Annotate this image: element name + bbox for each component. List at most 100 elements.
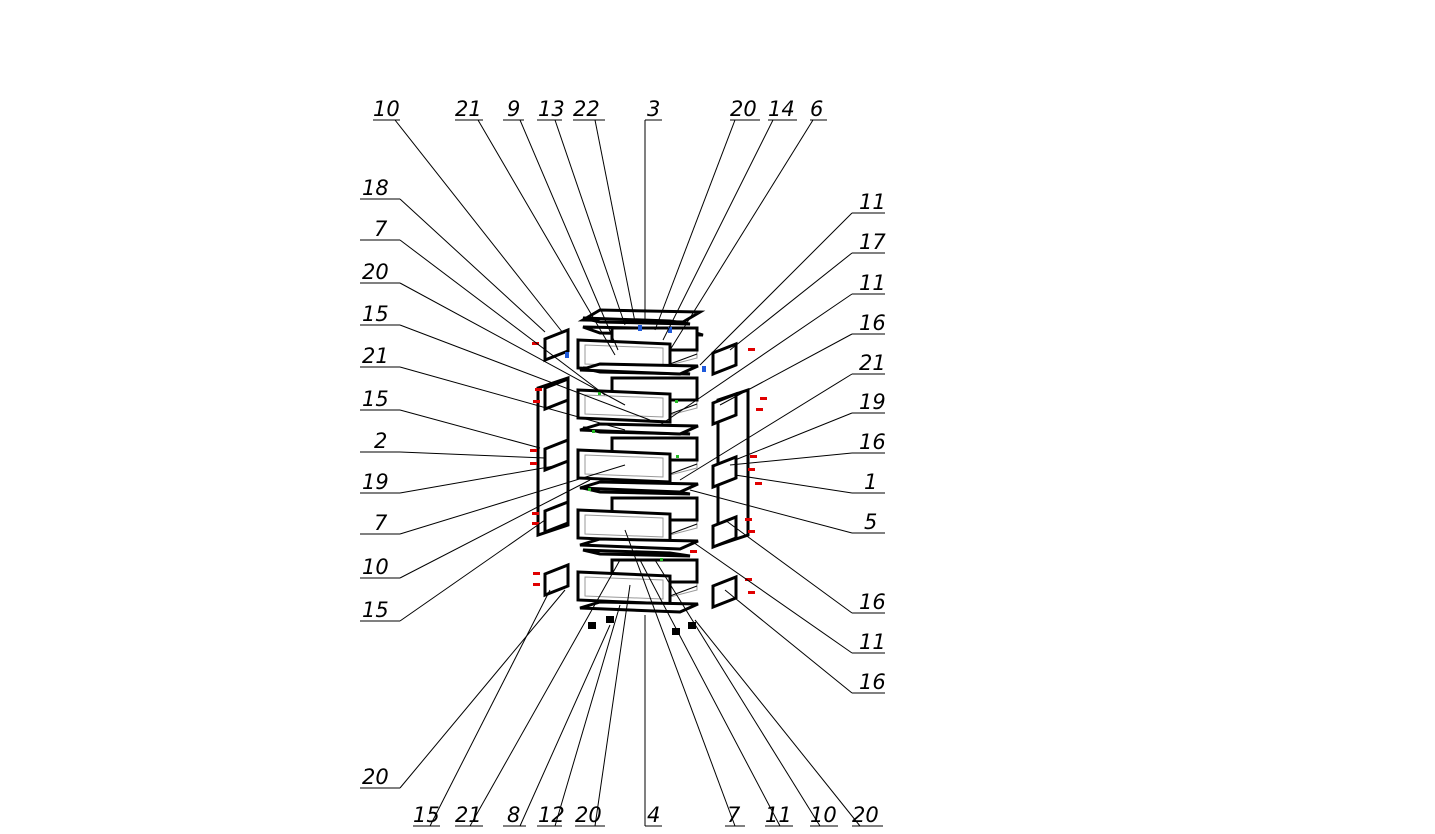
- callout-left-11: 15: [362, 598, 389, 622]
- fastener-mark: [748, 530, 755, 533]
- callout-right-3: 11: [859, 271, 886, 295]
- dowel-mark: [702, 366, 706, 372]
- callout-right-3-leader: [659, 293, 853, 426]
- callout-top-9-leader: [669, 119, 814, 351]
- callout-bottom-8: 11: [765, 803, 792, 827]
- callout-left-4: 15: [362, 302, 389, 326]
- shelf-1: [579, 362, 699, 376]
- foot: [606, 616, 614, 623]
- dowel-mark: [668, 327, 672, 333]
- fastener-mark: [532, 522, 539, 525]
- fastener-mark: [533, 572, 540, 575]
- callout-left-3: 20: [362, 260, 389, 284]
- callout-bottom-1: 15: [413, 803, 440, 827]
- callout-right-9: 5: [864, 510, 877, 534]
- callout-left-10: 10: [362, 555, 389, 579]
- fastener-mark: [532, 342, 539, 345]
- callout-right-8-leader: [734, 474, 853, 494]
- foot: [588, 622, 596, 629]
- callout-leaders: [360, 119, 885, 827]
- callout-right-12-leader: [724, 589, 853, 694]
- small-panel-4: [543, 499, 570, 535]
- foot: [688, 622, 696, 629]
- callout-top-4: 13: [538, 97, 565, 121]
- callout-left-7-leader: [399, 451, 546, 459]
- fastener-mark: [755, 482, 762, 485]
- callout-right-6-leader: [734, 412, 853, 461]
- callout-left-5-leader: [399, 366, 626, 431]
- callout-left-6: 15: [362, 387, 389, 411]
- small-panel-6: [711, 341, 738, 377]
- callout-right-2-leader: [729, 252, 853, 351]
- callout-bottom-3-leader: [519, 624, 611, 827]
- fastener-mark: [748, 591, 755, 594]
- shelf-3: [579, 480, 699, 494]
- callout-bottom-6: 4: [647, 803, 660, 827]
- fastener-mark: [745, 518, 752, 521]
- drawer-4: [576, 486, 699, 544]
- callout-top-5: 22: [573, 97, 600, 121]
- callout-bottom-10-leader: [694, 619, 861, 827]
- callout-top-7: 20: [730, 97, 757, 121]
- callout-top-3-leader: [519, 119, 619, 351]
- pin-mark: [598, 392, 601, 395]
- callout-left-2-leader: [399, 239, 606, 396]
- callout-bottom-8-leader: [639, 559, 781, 827]
- fastener-mark: [535, 388, 542, 391]
- callout-right-9-leader: [689, 489, 853, 534]
- callout-top-1-leader: [394, 119, 564, 334]
- small-panel-10: [711, 574, 738, 610]
- callout-left-1-leader: [399, 198, 546, 333]
- callout-left-6-leader: [399, 409, 541, 449]
- callout-bottom-2: 21: [455, 803, 482, 827]
- callout-bottom-5: 20: [575, 803, 602, 827]
- fastener-mark: [748, 348, 755, 351]
- callout-right-6: 19: [859, 390, 886, 414]
- dowel-mark: [638, 325, 642, 331]
- callout-left-5: 21: [362, 344, 389, 368]
- callout-bottom-4-leader: [554, 604, 621, 827]
- fastener-mark: [760, 397, 767, 400]
- callout-bottom-9: 10: [810, 803, 837, 827]
- shelf-4: [579, 537, 699, 551]
- callout-left-9: 7: [374, 511, 388, 535]
- pin-mark: [592, 430, 595, 433]
- fastener-mark: [756, 408, 763, 411]
- callout-right-8: 1: [864, 470, 877, 494]
- callout-right-5-leader: [679, 373, 853, 481]
- callout-left-8: 19: [362, 470, 389, 494]
- callout-bottom-10: 20: [852, 803, 879, 827]
- callout-bottom-4: 12: [538, 803, 565, 827]
- dowel-mark: [565, 352, 569, 358]
- callout-top-2-leader: [477, 119, 616, 356]
- small-panel-9: [711, 514, 738, 550]
- callout-right-4-leader: [719, 333, 853, 406]
- callout-left-10-leader: [399, 479, 591, 579]
- callout-right-10-leader: [724, 519, 853, 614]
- callout-bottom-9-leader: [654, 559, 821, 827]
- callout-left-4-leader: [399, 324, 651, 421]
- callout-left-11-leader: [399, 519, 546, 622]
- callout-top-9: 6: [810, 97, 823, 121]
- fastener-mark: [530, 449, 537, 452]
- callout-right-7-leader: [729, 452, 853, 466]
- fastener-mark: [750, 455, 757, 458]
- callout-bottom-3: 8: [507, 803, 520, 827]
- callout-right-11: 11: [859, 630, 886, 654]
- callout-top-3: 9: [507, 97, 520, 121]
- callout-top-1: 10: [373, 97, 400, 121]
- callout-right-2: 17: [859, 230, 886, 254]
- callout-right-10: 16: [859, 590, 886, 614]
- callout-right-7: 16: [859, 430, 886, 454]
- callout-top-8: 14: [768, 97, 795, 121]
- drawer-5: [576, 548, 699, 606]
- fastener-mark: [533, 583, 540, 586]
- callout-left-7: 2: [374, 429, 387, 453]
- fastener-mark: [690, 550, 697, 553]
- callout-right-1-leader: [699, 212, 853, 366]
- callout-right-4: 16: [859, 311, 886, 335]
- fastener-mark: [745, 578, 752, 581]
- small-panel-5: [543, 562, 570, 598]
- shelf-2: [579, 422, 699, 436]
